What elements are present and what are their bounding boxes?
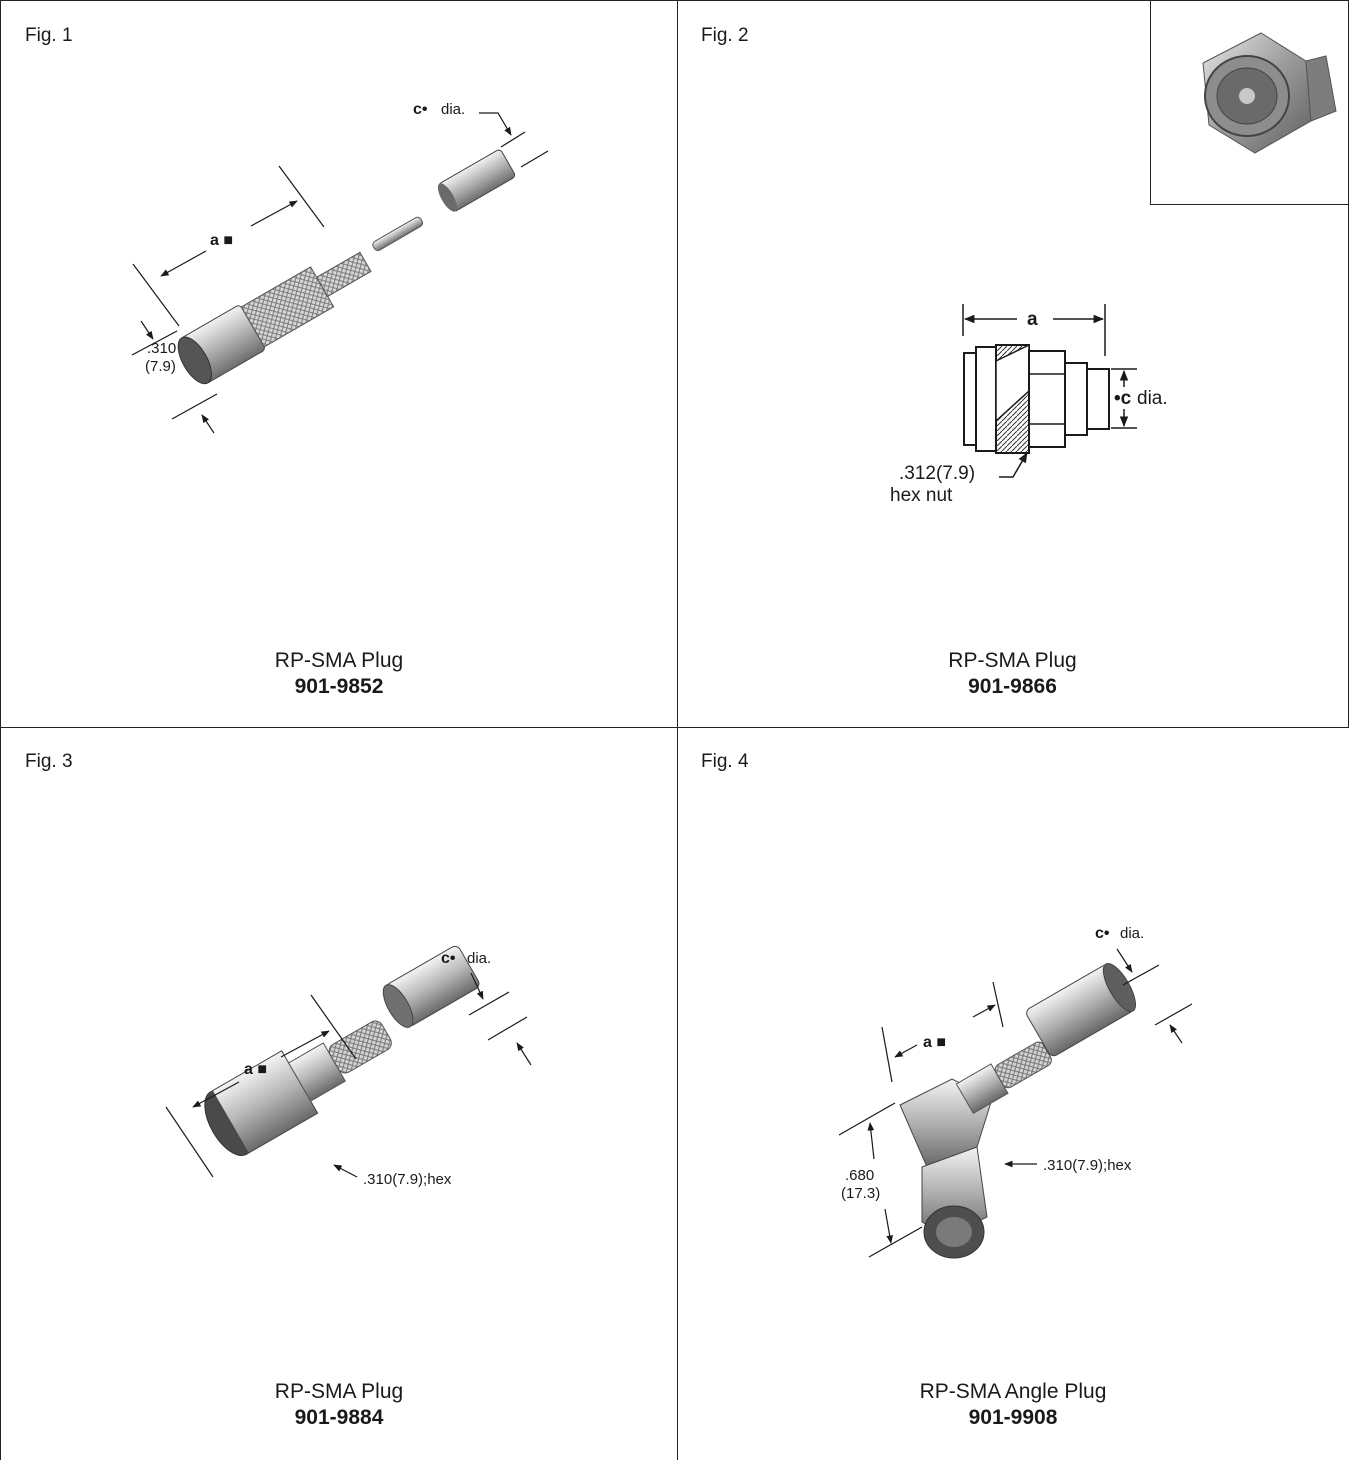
figure-caption: RP-SMA Plug 901-9852	[1, 649, 677, 699]
product-name: RP-SMA Angle Plug	[919, 1380, 1107, 1403]
dim-hex-label-1: .312(7.9)	[899, 463, 975, 484]
product-photo	[1202, 32, 1337, 154]
figure-panel-1: Fig. 1	[0, 0, 678, 728]
dim-height-label-1: .680	[845, 1167, 874, 1184]
dim-dia-label: dia.	[441, 101, 465, 118]
dim-hex-label-1: .310	[147, 340, 176, 357]
figure-caption: RP-SMA Plug 901-9884	[1, 1380, 677, 1430]
dim-c-label: c•	[1095, 925, 1110, 942]
dim-a-label: a ■	[210, 232, 233, 249]
figure-label: Fig. 4	[701, 751, 749, 772]
dim-hex-label-2: (7.9)	[145, 358, 176, 375]
dim-height-label-2: (17.3)	[841, 1185, 880, 1202]
dim-dia-label: dia.	[1120, 925, 1144, 942]
product-name: RP-SMA Plug	[274, 649, 404, 672]
connector-drawing: a ■ c• dia. .310(7.9);hex	[165, 945, 532, 1188]
product-name: RP-SMA Plug	[274, 1380, 404, 1403]
dim-hex-label: .310(7.9);hex	[1043, 1157, 1132, 1174]
crimp-ferrule	[382, 945, 480, 1028]
connector-body	[177, 251, 372, 385]
product-name: RP-SMA Plug	[948, 649, 1077, 672]
figure-panel-3: Fig. 3	[0, 727, 678, 1460]
figure-label: Fig. 2	[701, 25, 749, 46]
contact-pin	[372, 216, 424, 251]
dim-c-label: c•	[413, 101, 428, 118]
figure-panel-4: Fig. 4	[677, 727, 1349, 1460]
dim-c-label: •c	[1114, 388, 1132, 409]
dim-a-label: a	[1027, 309, 1038, 330]
figure-caption: RP-SMA Plug 901-9866	[677, 649, 1348, 699]
connector-body	[204, 1020, 392, 1156]
figure-caption: RP-SMA Angle Plug 901-9908	[677, 1380, 1349, 1430]
dim-hex-label: .310(7.9);hex	[363, 1171, 452, 1188]
connector-drawing: a ■ c• dia. .310 (7.9)	[131, 101, 549, 434]
dim-a-label: a ■	[244, 1061, 267, 1078]
product-photo-inset	[1150, 1, 1348, 205]
dim-a-label: a ■	[923, 1034, 946, 1051]
connector-drawing: a ■ c• dia. .310(7.9);hex .680 (17.3)	[838, 925, 1193, 1259]
part-number: 901-9852	[294, 675, 384, 698]
dim-c-label: c•	[441, 950, 456, 967]
part-number: 901-9866	[968, 675, 1057, 698]
crimp-ferrule	[437, 149, 516, 212]
connector-body	[899, 1041, 1052, 1259]
technical-drawing: a •c dia. .312(7.9) hex nut	[890, 304, 1168, 506]
figure-panel-2: Fig. 2	[677, 0, 1349, 728]
dim-dia-label: dia.	[1137, 388, 1168, 409]
figure-label: Fig. 1	[25, 25, 73, 46]
dim-dia-label: dia.	[467, 950, 491, 967]
dim-hex-label-2: hex nut	[890, 485, 953, 506]
part-number: 901-9884	[294, 1406, 384, 1429]
figure-label: Fig. 3	[25, 751, 73, 772]
part-number: 901-9908	[968, 1406, 1058, 1429]
